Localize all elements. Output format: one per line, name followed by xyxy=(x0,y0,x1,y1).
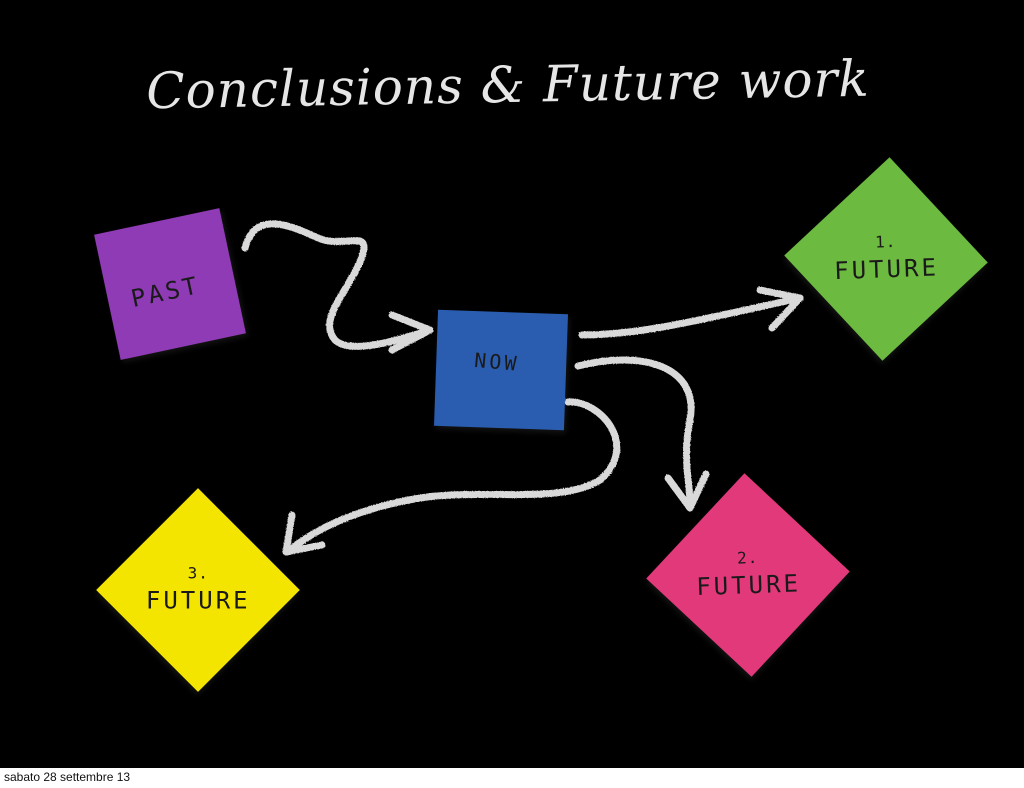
past-note: PAST xyxy=(94,208,246,360)
arrowhead-now-to-future1 xyxy=(756,286,804,332)
arrow-now-to-future1 xyxy=(578,294,804,339)
arrowhead-past-to-now xyxy=(388,311,434,354)
arrowhead-now-to-future3 xyxy=(282,511,326,556)
future-3-number: 3. xyxy=(187,562,209,582)
arrow-now-to-future2 xyxy=(574,356,695,509)
arrow-now-to-future3 xyxy=(284,398,621,556)
arrowhead-now-to-future2 xyxy=(664,470,710,512)
future-2-label: FUTURE xyxy=(695,569,802,602)
now-label: NOW xyxy=(473,347,521,376)
future-3-label: FUTURE xyxy=(145,586,251,615)
past-label: PAST xyxy=(128,271,203,314)
arrow-past-to-now xyxy=(241,220,434,350)
future-1-number: 1. xyxy=(874,231,897,252)
future-2-number: 2. xyxy=(736,547,759,568)
future-1-label: FUTURE xyxy=(833,253,940,286)
arrows-layer xyxy=(241,220,804,556)
footer-date: sabato 28 settembre 13 xyxy=(4,770,131,784)
now-note: NOW xyxy=(434,309,568,431)
slide: Conclusions & Future work PAST NOW xyxy=(0,0,1024,768)
